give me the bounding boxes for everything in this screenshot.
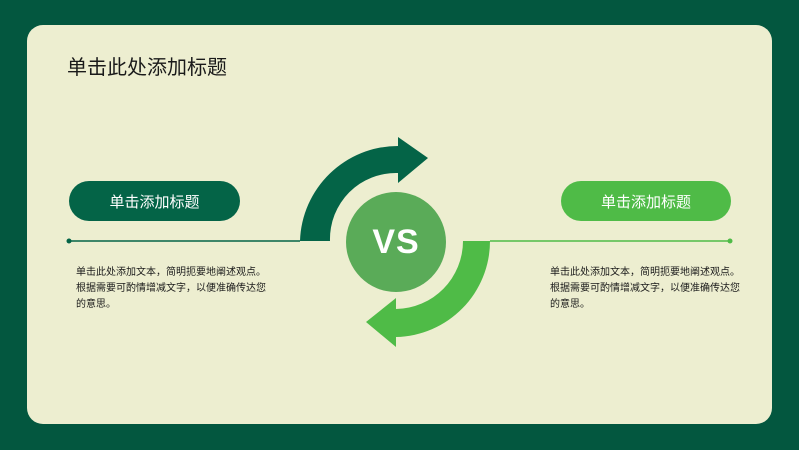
- left-heading-label: 单击添加标题: [109, 192, 200, 211]
- left-connector-dot: [66, 238, 72, 244]
- slide-title[interactable]: 单击此处添加标题: [67, 55, 227, 79]
- right-connector-dot: [727, 238, 733, 244]
- right-body-text[interactable]: 单击此处添加文本，简明扼要地阐述观点。根据需要可酌情增减文字，以便准确传达您的意…: [550, 267, 740, 310]
- vs-label: VS: [372, 222, 420, 261]
- right-heading-label: 单击添加标题: [600, 192, 691, 211]
- left-heading-pill[interactable]: 单击添加标题: [69, 181, 240, 221]
- dark-green-arrow: [300, 137, 428, 241]
- light-green-arrow: [366, 241, 490, 347]
- right-heading-pill[interactable]: 单击添加标题: [561, 181, 731, 221]
- vs-circle: [346, 192, 446, 292]
- left-body-text[interactable]: 单击此处添加文本，简明扼要地阐述观点。根据需要可酌情增减文字，以便准确传达您的意…: [76, 267, 266, 310]
- slide-panel: 单击此处添加标题 单击添加标题 单击添加标题 单击此处添加文本，简明扼要地阐述观…: [27, 25, 772, 424]
